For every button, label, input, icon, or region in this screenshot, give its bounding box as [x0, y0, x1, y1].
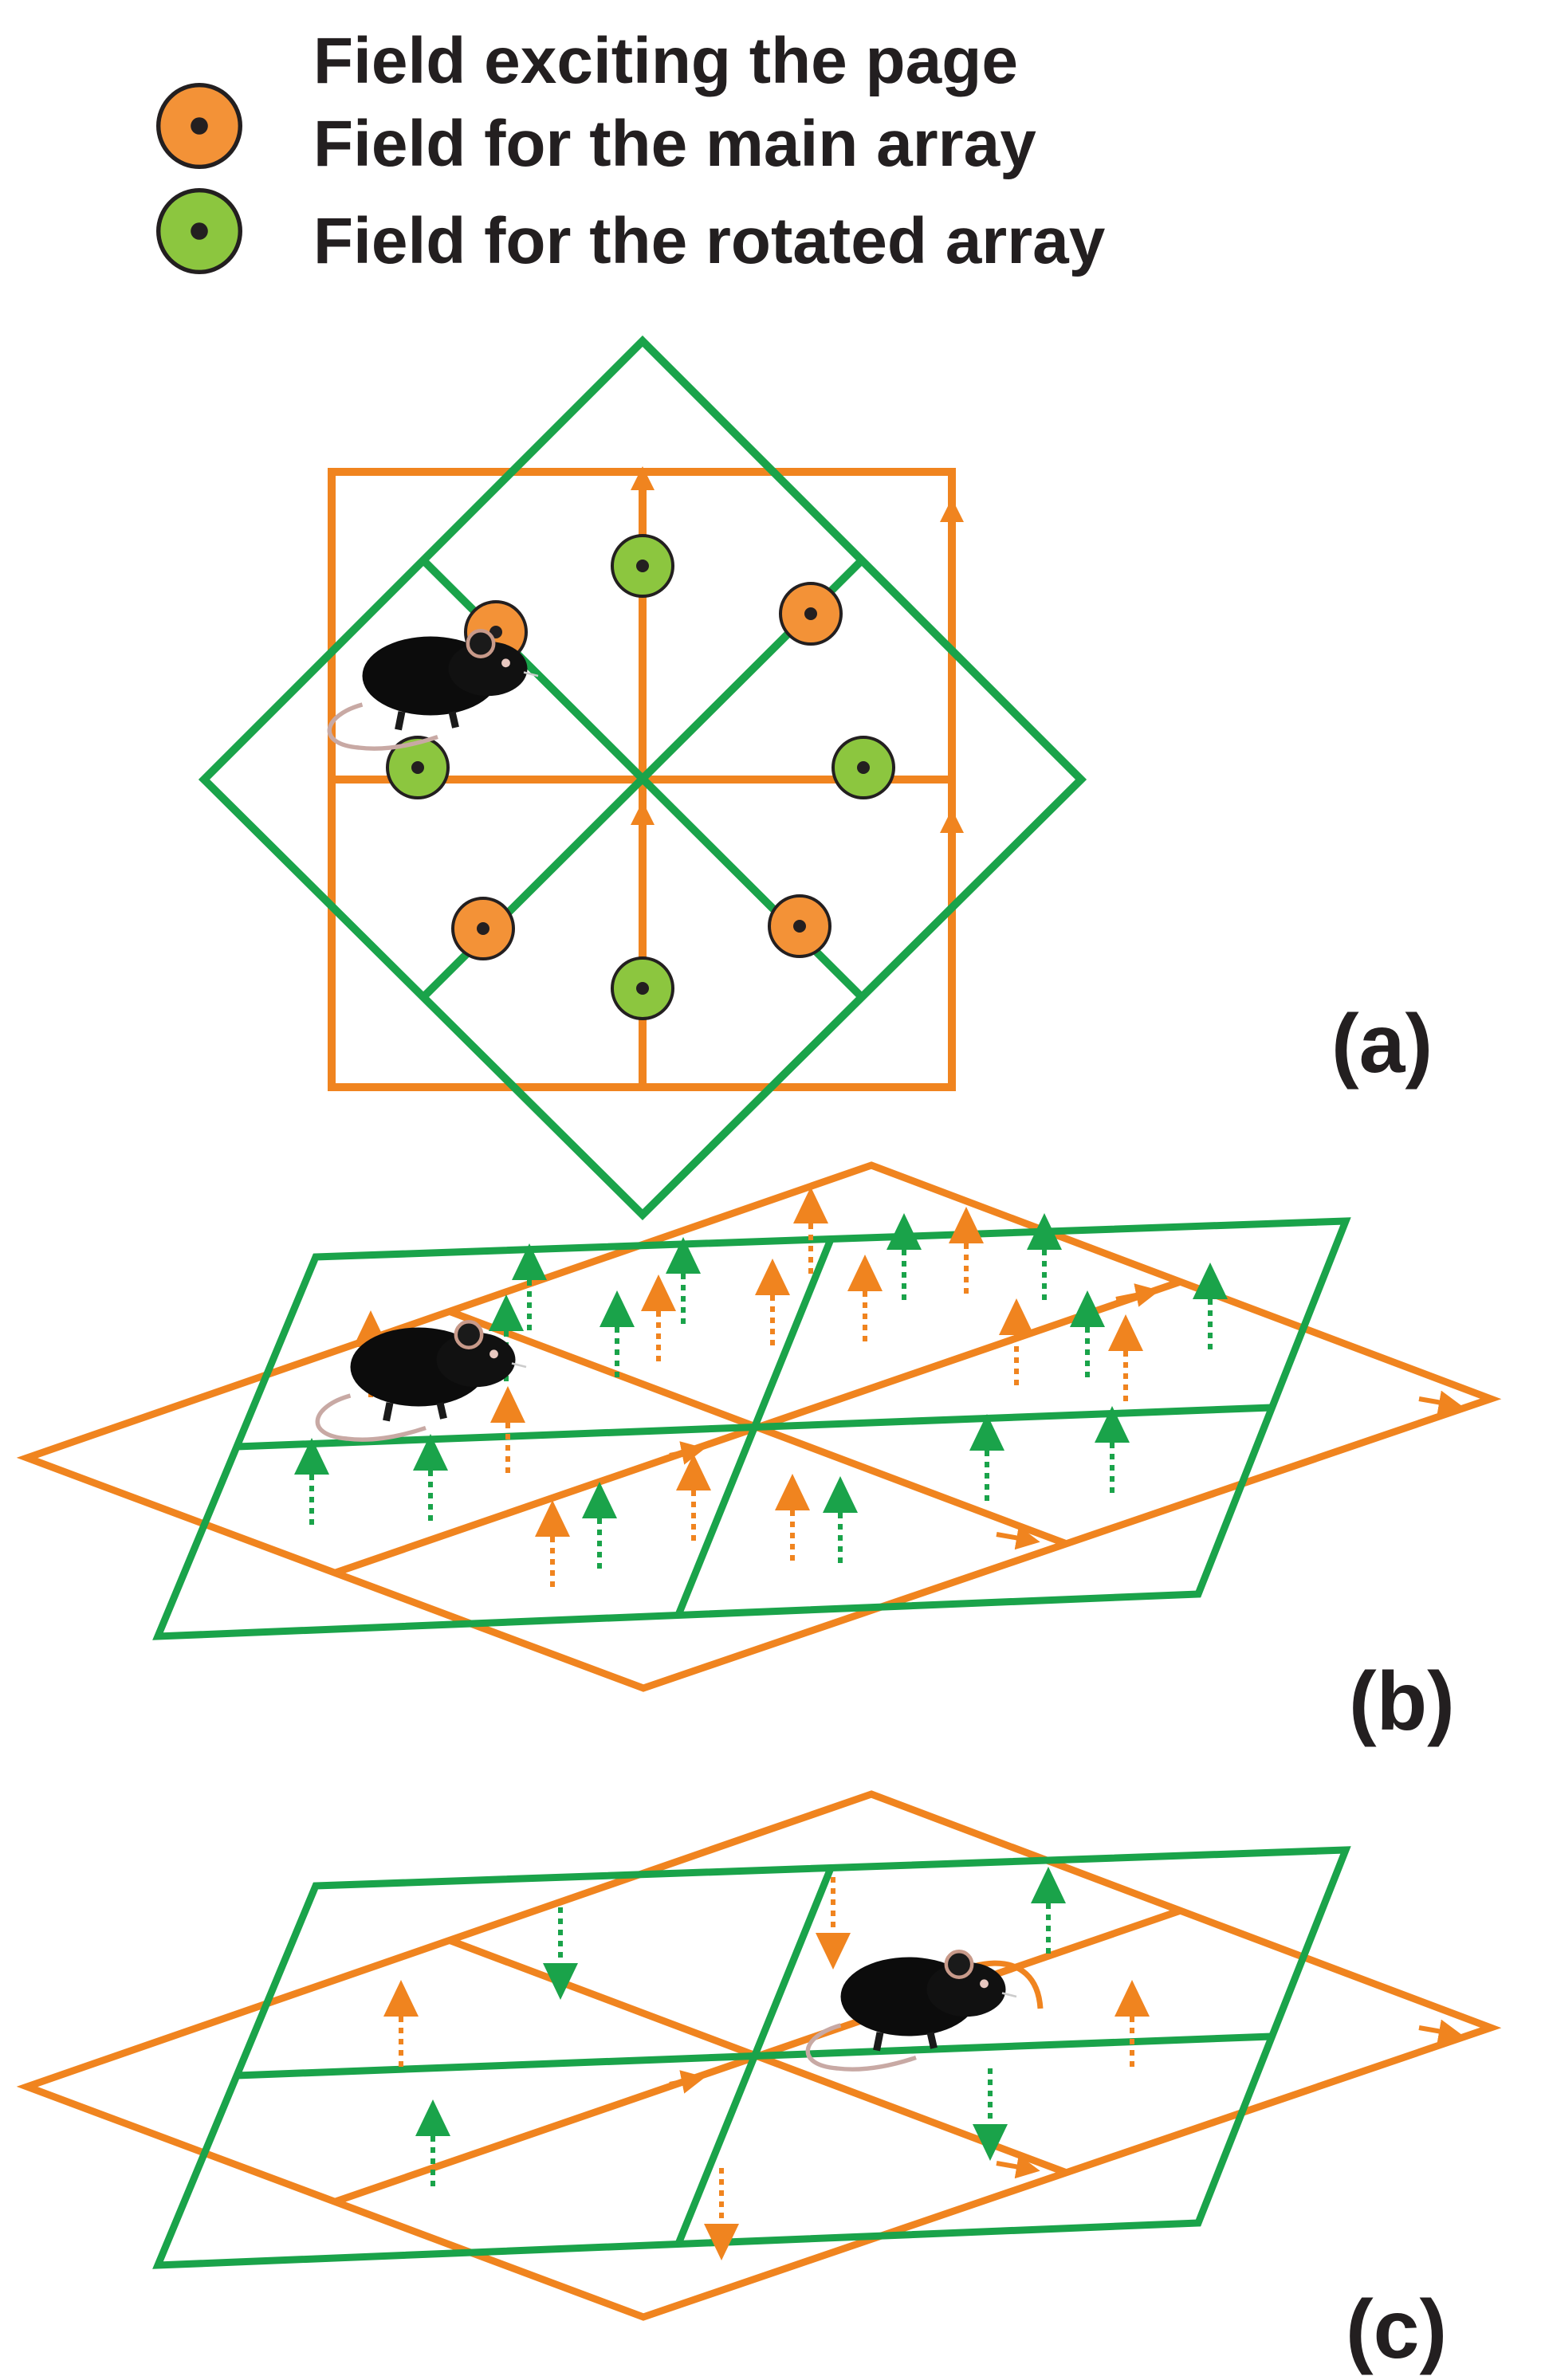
arrow-down-icon — [704, 2168, 739, 2260]
field-rotated-dot — [611, 534, 674, 598]
legend-label-rotated-array: Field for the rotated array — [313, 205, 1106, 277]
legend-label-main-array: Field for the main array — [313, 108, 1036, 180]
arrow-up-icon — [676, 1454, 711, 1546]
arrow-up-icon — [383, 1980, 419, 2072]
arrow-up-icon — [415, 2099, 450, 2192]
arrow-up-icon — [775, 1474, 810, 1566]
rotated-array-grid — [152, 1846, 1351, 2269]
panel-a: (a) — [198, 335, 1433, 1221]
green-field-dot-icon — [159, 190, 241, 273]
field-main-dot — [451, 897, 515, 960]
arrow-up-icon — [847, 1255, 883, 1347]
arrow-up-icon — [949, 1207, 984, 1299]
arrow-up-icon — [1193, 1263, 1228, 1355]
field-rotated-dot — [611, 956, 674, 1020]
arrow-up-icon — [823, 1476, 858, 1569]
arrow-up-icon — [641, 1274, 676, 1367]
field-main-dot — [779, 582, 843, 646]
arrow-up-icon — [535, 1500, 570, 1593]
arrow-up-icon — [1031, 1867, 1066, 1959]
legend: Field exciting the page Field for the ma… — [159, 25, 1106, 277]
arrow-up-icon — [1070, 1290, 1105, 1383]
field-rotated-dot — [831, 736, 895, 799]
arrow-up-icon — [413, 1434, 448, 1526]
arrow-up-icon — [1108, 1314, 1143, 1407]
arrow-up-icon — [969, 1414, 1004, 1506]
arrow-up-icon — [887, 1213, 922, 1306]
field-main-dot — [768, 894, 831, 958]
arrow-up-icon — [1095, 1406, 1130, 1498]
rotated-array-grid — [152, 1217, 1351, 1640]
panel-b: (b) — [16, 1161, 1502, 1748]
arrow-up-icon — [666, 1237, 701, 1329]
panel-c: (c) — [16, 1790, 1502, 2376]
arrow-up-icon — [1115, 1980, 1150, 2072]
arrow-up-icon — [490, 1386, 525, 1479]
orange-field-dot-icon — [159, 85, 241, 167]
mouse-icon — [329, 630, 538, 748]
arrow-up-icon — [755, 1259, 790, 1351]
panel-label-b: (b) — [1349, 1655, 1455, 1748]
panel-label-c: (c) — [1346, 2284, 1447, 2376]
arrow-up-icon — [294, 1438, 329, 1530]
legend-title: Field exciting the page — [313, 25, 1018, 97]
panel-label-a: (a) — [1331, 998, 1433, 1090]
arrow-up-icon — [582, 1482, 617, 1574]
